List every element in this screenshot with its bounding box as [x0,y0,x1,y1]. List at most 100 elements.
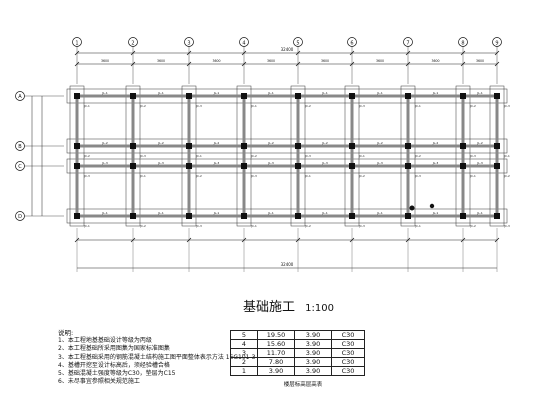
column-mark [295,93,301,99]
bay-dimension-text: 3600 [212,59,220,63]
story-elevation-table: 5 19.50 3.90 C30 4 15.60 3.90 C30 3 11.7… [230,330,376,388]
bay-dimension-text: 3600 [321,59,329,63]
footing-label: JC-3 [358,104,365,108]
dimension-tick [405,61,411,67]
column-mark [186,163,192,169]
drawing-title-block: 基础施工 1:100 [243,296,334,315]
grid-axis-label: 6 [350,41,353,47]
beam-label: JL-3 [432,161,439,165]
level-cell: 4 [230,339,258,349]
dimension-tick [130,50,136,56]
column-mark [186,93,192,99]
bay-dimension-text: 3600 [101,59,109,63]
column-mark [494,163,500,169]
grid-axis-bubble [293,37,303,47]
grid-axis-bubble [128,37,138,47]
footing-label: JC-1 [304,174,311,178]
height-cell: 3.90 [294,348,332,358]
grid-axis-bubble [184,37,194,47]
elevation-cell: 15.60 [257,339,295,349]
column-mark [241,93,247,99]
footing-outline [66,158,508,174]
column-mark [405,163,411,169]
dimension-tick [349,61,355,67]
beam-label: JL-1 [476,91,483,95]
dimension-tick [460,50,466,56]
column-mark [186,143,192,149]
footing-outline [66,88,508,104]
dimension-tick [460,61,466,67]
beam-label: JL-1 [101,211,108,215]
grid-axis-bubble [72,37,82,47]
footing-label: JC-3 [503,224,510,228]
grade-cell: C30 [331,348,365,358]
dimension-tick [74,50,80,56]
beam-label: JL-2 [101,141,108,145]
grid-axis-bubble [15,91,25,101]
note-item: 4、基槽开挖至设计标高后，须经验槽合格 [58,361,170,369]
column-mark [405,143,411,149]
beam-label: JL-1 [157,91,164,95]
beam-label: JL-2 [476,141,483,145]
dimension-tick [241,50,247,56]
footing-label: JC-1 [250,104,257,108]
footing-label: JC-2 [358,174,365,178]
beam-label: JL-1 [267,211,274,215]
note-item: 2、本工程基础所采用图集为国家标准图集 [58,345,170,353]
footing-label: JC-3 [358,224,365,228]
drawing-scale: 1:100 [305,303,334,314]
column-mark [405,93,411,99]
level-cell: 2 [230,357,258,367]
footing-label: JC-3 [414,174,421,178]
grid-axis-bubble [15,141,25,151]
beam-label: JL-2 [321,141,328,145]
dimension-tick [494,61,500,67]
footing-outline [400,85,416,227]
dimension-tick [295,50,301,56]
footing-label: JC-1 [414,224,421,228]
dimension-tick [241,237,247,243]
footing-label: JC-2 [469,224,476,228]
column-mark [460,93,466,99]
beam-label: JL-2 [213,141,220,145]
column-mark [349,213,355,219]
level-cell: 3 [230,348,258,358]
elevation-cell: 19.50 [257,330,295,340]
dimension-tick [295,61,301,67]
table-row: 5 19.50 3.90 C30 [230,330,365,340]
height-cell: 3.90 [294,357,332,367]
footing-label: JC-1 [358,154,365,158]
dimension-tick [405,50,411,56]
column-mark [494,93,500,99]
footing-label: JC-1 [503,154,510,158]
footing-outline [236,85,252,227]
dimension-tick [130,237,136,243]
column-mark [460,143,466,149]
beam-label: JL-3 [321,161,328,165]
grid-axis-bubble [15,211,25,221]
column-mark [130,93,136,99]
dimension-tick [494,237,500,243]
column-mark [460,163,466,169]
note-item: 1、本工程地基基础设计等级为丙级 [58,337,152,345]
grid-axis-label: 8 [461,41,464,47]
beam-label: JL-2 [267,141,274,145]
footing-outline [66,138,508,154]
table-row: 4 15.60 3.90 C30 [230,339,365,349]
footing-label: JC-2 [83,154,90,158]
footing-label: JC-1 [469,174,476,178]
beam-label: JL-1 [376,211,383,215]
dimension-tick [460,237,466,243]
grade-cell: C30 [331,366,365,376]
column-mark [74,143,80,149]
bay-dimension-text: 3600 [376,59,384,63]
footing-label: JC-1 [250,224,257,228]
dimension-tick [349,50,355,56]
grid-axis-label: D [18,214,22,220]
grid-axis-bubble [347,37,357,47]
column-mark [186,213,192,219]
beam-label: JL-3 [267,161,274,165]
note-item: 3、本工程基础采用的钢筋混凝土结构施工图平面整体表示方法 16G101-3 [58,353,256,361]
grid-axis-label: C [18,164,22,170]
